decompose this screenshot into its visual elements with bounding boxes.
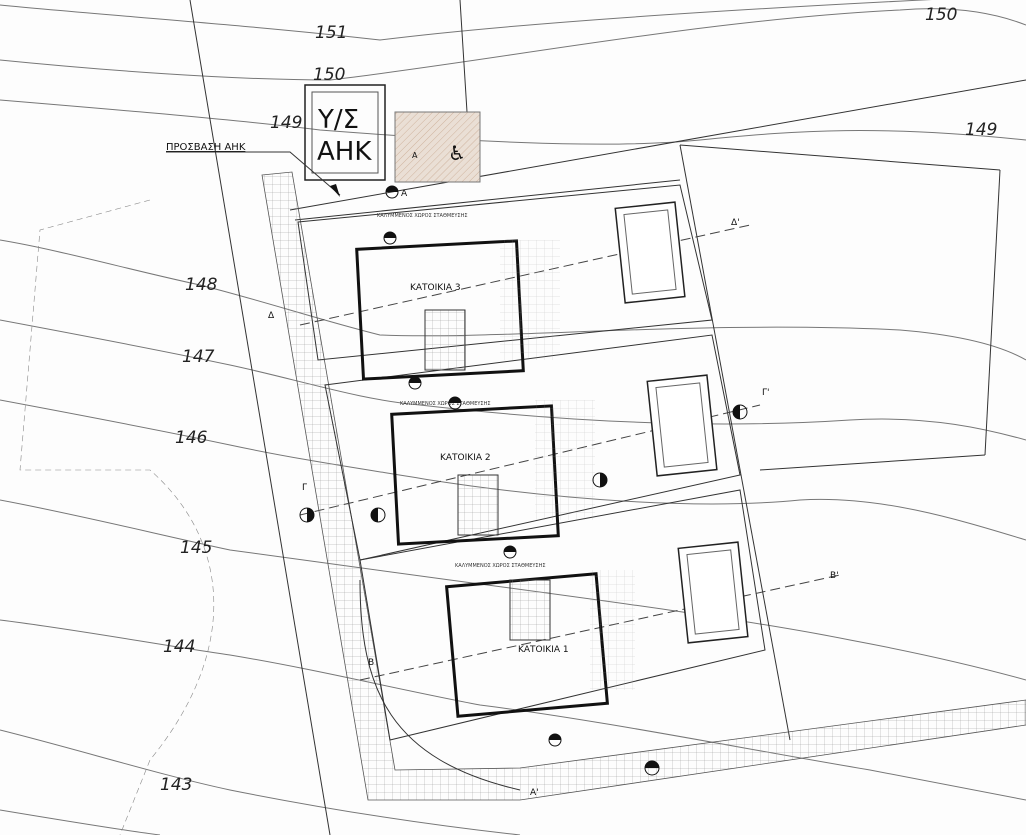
- contour-label: 143: [160, 775, 192, 795]
- pools: [614, 201, 749, 644]
- section-mark: Δ': [731, 218, 740, 228]
- house-3: ΚΑΤΟΙΚΙΑ 3 ΚΑΛΥΜΜΕΝΟΣ ΧΩΡΟΣ ΣΤΑΘΜΕΥΣΗΣ: [355, 213, 560, 381]
- contour-label: 148: [185, 275, 218, 295]
- contour-label: 149: [270, 113, 302, 133]
- plot-boundaries: [189, 0, 1026, 835]
- substation-label: Υ/Σ: [317, 105, 359, 135]
- paved-walkway: [261, 171, 1026, 801]
- section-mark: Δ: [268, 311, 275, 321]
- house-label: ΚΑΤΟΙΚΙΑ 2: [440, 453, 491, 463]
- parking-marker: A: [412, 151, 418, 160]
- contour-label: 147: [182, 347, 215, 367]
- section-mark: Α: [401, 189, 408, 199]
- contour-label: 150: [925, 5, 957, 25]
- parking-label: ΚΑΛΥΜΜΕΝΟΣ ΧΩΡΟΣ ΣΤΑΘΜΕΥΣΗΣ: [400, 401, 491, 407]
- section-mark: Β': [830, 571, 839, 581]
- contour-label: 146: [175, 428, 208, 448]
- access-leader-arrow: [166, 151, 341, 196]
- parking-label: ΚΑΛΥΜΜΕΝΟΣ ΧΩΡΟΣ ΣΤΑΘΜΕΥΣΗΣ: [455, 563, 546, 569]
- parking-label: ΚΑΛΥΜΜΕΝΟΣ ΧΩΡΟΣ ΣΤΑΘΜΕΥΣΗΣ: [377, 213, 468, 219]
- contour-label: 151: [315, 23, 347, 43]
- accessible-parking: [394, 111, 481, 183]
- contour-label: 150: [313, 65, 345, 85]
- contour-label: 145: [180, 538, 212, 558]
- contour-label: 144: [163, 637, 195, 657]
- section-markers: Δ' Γ' Β' Α Β Γ Δ Α': [268, 185, 839, 798]
- house-2: ΚΑΤΟΙΚΙΑ 2 ΚΑΛΥΜΜΕΝΟΣ ΧΩΡΟΣ ΣΤΑΘΜΕΥΣΗΣ: [390, 400, 595, 546]
- house-1: ΚΑΤΟΙΚΙΑ 1 ΚΑΛΥΜΜΕΝΟΣ ΧΩΡΟΣ ΣΤΑΘΜΕΥΣΗΣ: [444, 563, 635, 718]
- contour-label: 149: [965, 120, 997, 140]
- access-label: ΠΡΟΣΒΑΣΗ ΑΗΚ: [166, 142, 246, 153]
- contour-labels: 151 150 150 149 149 148 147 146 145 144 …: [160, 5, 997, 795]
- section-mark: Γ': [762, 388, 770, 398]
- substation-label-2: ΑΗΚ: [317, 137, 372, 167]
- wheelchair-icon: ♿: [448, 141, 466, 165]
- section-mark: Β: [368, 658, 374, 668]
- section-mark: Α': [530, 788, 539, 798]
- house-label: ΚΑΤΟΙΚΙΑ 3: [410, 283, 461, 293]
- house-label: ΚΑΤΟΙΚΙΑ 1: [518, 645, 569, 655]
- section-mark: Γ: [302, 483, 307, 493]
- substation: Υ/Σ ΑΗΚ A ♿: [304, 84, 481, 183]
